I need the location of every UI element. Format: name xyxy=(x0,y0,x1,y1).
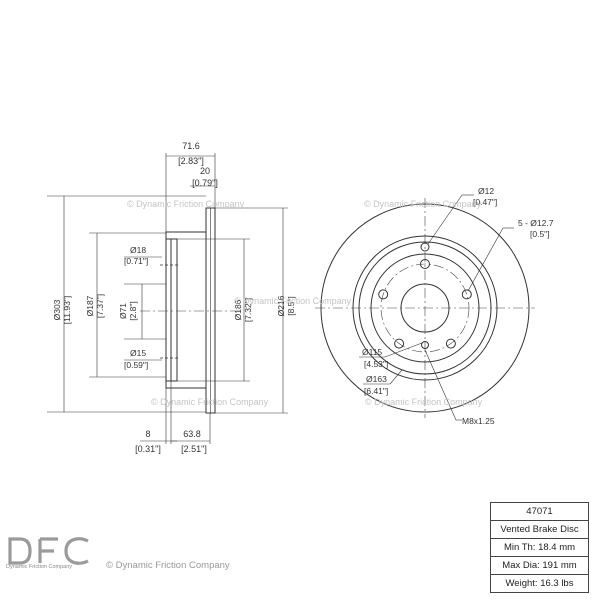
front-hole-diameter-label: Ø12 xyxy=(478,186,494,196)
hole-diameter-inch: [0.71"] xyxy=(124,256,148,266)
outer-diameter-inch: [11.93"] xyxy=(62,296,72,324)
hole-diameter-callout: Ø18 [0.71"] xyxy=(124,245,162,266)
bolt-hole-1 xyxy=(420,259,430,269)
front-hole-diameter-inch: [0.47"] xyxy=(473,197,497,207)
watermark-1: © Dynamic Friction Company xyxy=(127,199,245,209)
offset-dim: 63.8 [2.51"] xyxy=(171,413,211,454)
hat-depth-label: 20 xyxy=(200,166,210,176)
watermark-4: © Dynamic Friction Company xyxy=(151,397,269,407)
outer-diameter-dim: Ø303 [11.93"] xyxy=(47,195,206,413)
rim-diameter-inch: [8.5"] xyxy=(286,296,296,316)
hat-outer-diameter-label: Ø163 xyxy=(366,374,387,384)
hat-diameter-label: Ø187 xyxy=(85,295,95,316)
hole-diameter-label: Ø18 xyxy=(130,245,146,255)
dfc-logo xyxy=(8,537,89,565)
rim-diameter-label: Ø216 xyxy=(276,295,286,316)
locating-hole-bottom xyxy=(421,341,429,349)
front-view-leaders xyxy=(359,194,514,421)
bore-diameter-inch: [7.32"] xyxy=(243,298,253,322)
pilot-diameter-callout: Ø15 [0.59"] xyxy=(124,348,162,370)
logo-tagline: Dynamic Friction Company xyxy=(6,564,73,570)
overall-width-label: 71.6 xyxy=(182,141,200,151)
weight: Weight: 16.3 lbs xyxy=(491,574,588,592)
flange-thickness-label: 8 xyxy=(145,429,150,439)
offset-label: 63.8 xyxy=(183,429,201,439)
overall-width-dim: 71.6 [2.83"] xyxy=(165,141,216,232)
watermark-2: © Dynamic Friction Company xyxy=(364,199,482,209)
part-info-box: 47071 Vented Brake Disc Min Th: 18.4 mm … xyxy=(490,502,589,593)
center-diameter-label: Ø115 xyxy=(362,347,382,357)
watermark-3: © Dynamic Friction Company xyxy=(234,296,352,306)
outer-diameter-label: Ø303 xyxy=(52,299,62,320)
bolt-hole-4 xyxy=(394,338,405,349)
hub-diameter-inch: [2.8"] xyxy=(128,301,138,321)
part-number: 47071 xyxy=(526,506,553,517)
bolt-hole-2 xyxy=(461,289,472,300)
hub-diameter-dim: Ø71 [2.8"] xyxy=(118,283,166,340)
hub-diameter-label: Ø71 xyxy=(118,303,128,319)
pilot-diameter-inch: [0.59"] xyxy=(124,360,148,370)
pilot-diameter-label: Ø15 xyxy=(130,348,146,358)
rim-diameter-dim: Ø216 [8.5"] xyxy=(215,207,296,414)
bolt-hole-3 xyxy=(445,338,456,349)
locating-hole-top xyxy=(420,242,430,252)
offset-inch: [2.51"] xyxy=(181,444,207,454)
bolt-hole-group xyxy=(378,242,472,349)
hat-depth-inch: [0.79"] xyxy=(192,178,218,188)
bore-diameter-label: Ø186 xyxy=(233,299,243,320)
thread-label: M8x1.25 xyxy=(462,416,495,426)
max-diameter: Max Dia: 191 mm xyxy=(491,556,588,574)
front-view: Ø12 [0.47"] 5 - Ø12.7 [0.5"] Ø115 [4.53"… xyxy=(315,186,554,426)
center-diameter-inch: [4.53"] xyxy=(364,359,388,369)
side-view: Ø303 [11.93"] Ø187 [7.37"] Ø71 [2.8"] Ø1… xyxy=(47,141,296,454)
bolt-holes-label: 5 - Ø12.7 xyxy=(518,218,554,228)
watermark-5: © Dynamic Friction Company xyxy=(365,397,483,407)
hat-diameter-inch: [7.37"] xyxy=(95,294,105,318)
watermarks: © Dynamic Friction Company © Dynamic Fri… xyxy=(127,199,483,407)
bolt-hole-5 xyxy=(378,289,389,300)
min-thickness: Min Th: 18.4 mm xyxy=(491,538,588,556)
overall-width-inch: [2.83"] xyxy=(178,156,204,166)
hat-depth-dim: 20 [0.79"] xyxy=(190,166,218,188)
bolt-holes-inch: [0.5"] xyxy=(530,229,550,239)
part-type: Vented Brake Disc xyxy=(491,520,588,538)
hat-diameter-dim: Ø187 [7.37"] xyxy=(85,232,166,378)
copyright-notice: © Dynamic Friction Company xyxy=(106,560,230,571)
flange-thickness-inch: [0.31"] xyxy=(135,444,161,454)
side-view-body xyxy=(140,207,240,414)
bore-diameter-dim: Ø186 [7.32"] xyxy=(206,238,253,382)
hat-outer-diameter-inch: [6.41"] xyxy=(364,386,388,396)
flange-thickness-dim: 8 [0.31"] xyxy=(135,381,177,454)
